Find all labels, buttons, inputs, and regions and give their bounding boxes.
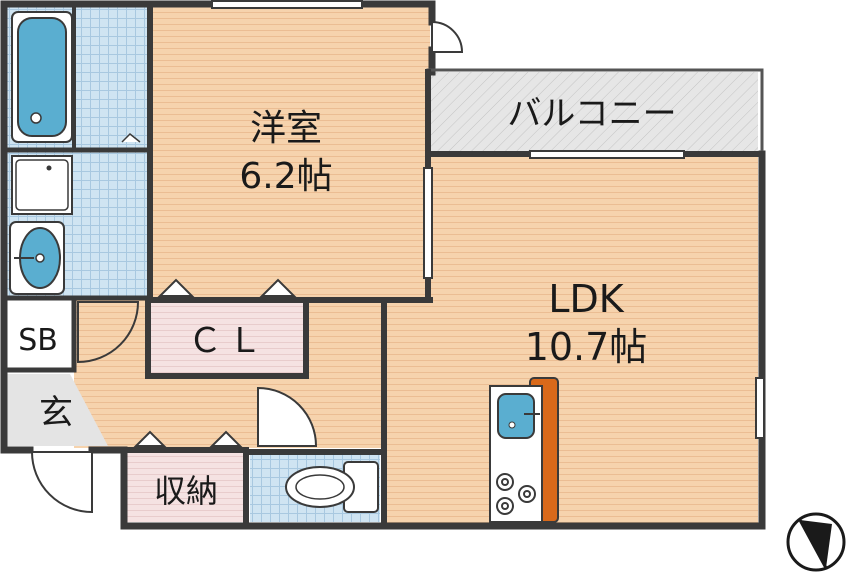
doors xyxy=(30,20,464,514)
balcony-door xyxy=(431,20,464,53)
toilet-icon xyxy=(285,461,379,513)
balcony-label: バルコニー xyxy=(507,94,676,134)
washing-machine-icon xyxy=(11,155,73,215)
western-room-floor xyxy=(150,6,430,298)
entrance-floor xyxy=(6,374,108,446)
shoe-box-floor xyxy=(6,300,70,368)
toilet-door xyxy=(257,386,318,447)
washroom-door xyxy=(77,301,140,364)
floors xyxy=(6,6,758,524)
balcony-floor xyxy=(430,72,758,154)
ldk-size: 10.7帖 xyxy=(525,325,648,369)
western-room-label: 洋室 xyxy=(250,108,322,149)
storage-floor xyxy=(126,450,246,522)
ldk-label: LDK xyxy=(548,277,624,321)
closet-label: ＣＬ xyxy=(188,321,268,361)
entrance-label: 玄 xyxy=(39,393,73,433)
entrance-door xyxy=(30,451,93,514)
kitchen-counter xyxy=(489,377,559,523)
closet-floor xyxy=(150,302,306,374)
western-room-size: 6.2帖 xyxy=(239,156,332,197)
storage-label: 収納 xyxy=(154,472,218,510)
windows xyxy=(211,0,765,439)
sink-icon xyxy=(497,393,540,439)
ldk-floor xyxy=(386,154,758,524)
stove-icon xyxy=(496,473,536,515)
compass-icon xyxy=(786,512,846,572)
bathtub-icon xyxy=(11,11,141,143)
washbasin-icon xyxy=(9,221,65,295)
shoe-box-label: SB xyxy=(18,323,58,358)
